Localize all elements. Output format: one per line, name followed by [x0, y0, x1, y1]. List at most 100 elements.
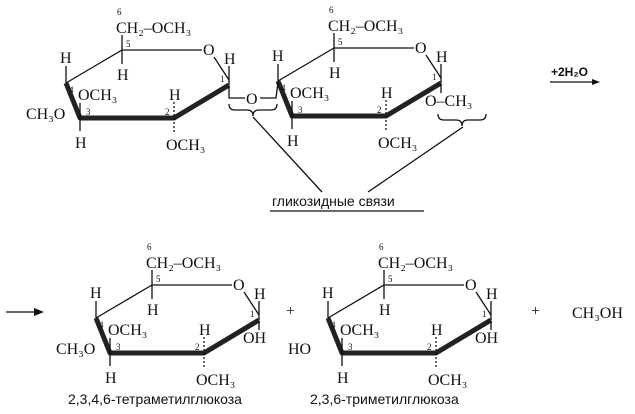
carbon-2-number: 2 — [427, 342, 432, 352]
ch2-och3-group: CH₂–OCH₃ — [146, 255, 221, 272]
c4-substituent: OCH₃ — [108, 322, 147, 339]
ch2-och3-group: CH₂–OCH₃ — [378, 255, 453, 272]
carbon-4-number: 4 — [281, 83, 286, 93]
h-atom: H — [322, 285, 334, 302]
c3-substituent: CH₃O — [26, 106, 65, 123]
product-arrow — [6, 308, 44, 316]
ch2-och3-group: CH₂–OCH₃ — [328, 18, 403, 35]
carbon-1-number: 1 — [432, 72, 437, 82]
carbon-2-number: 2 — [377, 105, 382, 115]
pointer-line-1 — [252, 116, 323, 193]
h-atom: H — [254, 286, 266, 303]
ring-oxygen: O — [233, 277, 245, 294]
ring-front-bonds — [93, 317, 261, 356]
ch2-och3-group: CH₂–OCH₃ — [116, 20, 191, 37]
carbon-6-number: 6 — [147, 242, 152, 252]
carbon-4-number: 4 — [99, 320, 104, 330]
ring-oxygen: O — [203, 42, 215, 59]
c1-substituent: OH — [243, 330, 267, 347]
ring-front-bonds — [325, 317, 493, 356]
ring-oxygen-bond — [475, 291, 492, 316]
c2-substituent: OCH₃ — [378, 135, 417, 152]
reagent-label: +2H₂O — [551, 65, 588, 79]
ring-oxygen-bond — [213, 56, 230, 81]
ring-oxygen-bond — [425, 54, 442, 79]
h-atom: H — [117, 67, 129, 84]
ring-front-bonds — [275, 80, 443, 119]
c1-substituent: O–CH₃ — [425, 93, 472, 110]
carbon-3-number: 3 — [348, 342, 353, 352]
carbon-3-number: 3 — [116, 342, 121, 352]
carbon-2-number: 2 — [195, 342, 200, 352]
ring-front-bonds — [63, 82, 231, 121]
methanol: CH₃OH — [572, 305, 623, 322]
c4-substituent: OCH₃ — [78, 87, 117, 104]
h-atom: H — [329, 65, 341, 82]
carbon-3-number: 3 — [298, 105, 303, 115]
glycosidic-bonds-label: гликозидные связи — [272, 193, 395, 209]
carbon-3-number: 3 — [86, 107, 91, 117]
c2-substituent: OCH₃ — [196, 372, 235, 389]
c4-substituent: OCH₃ — [290, 85, 329, 102]
carbon-1-number: 1 — [482, 309, 487, 319]
carbon-6-number: 6 — [117, 7, 122, 17]
product-name-trimethylglucose: 2,3,6-триметилглюкоза — [310, 391, 459, 407]
carbon-4-number: 4 — [69, 85, 74, 95]
c2-substituent: OCH₃ — [428, 372, 467, 389]
brace-1 — [228, 103, 278, 117]
h-atom: H — [90, 285, 102, 302]
link-oxygen: O — [246, 91, 258, 108]
ring-back-bonds — [95, 284, 232, 319]
carbon-6-number: 6 — [329, 5, 334, 15]
carbon-5-number: 5 — [388, 274, 393, 284]
h-atom: H — [272, 48, 284, 65]
arrow-head — [34, 308, 44, 316]
c1-substituent: OH — [475, 330, 499, 347]
carbon-4-number: 4 — [331, 320, 336, 330]
carbon-1-number: 1 — [250, 309, 255, 319]
h-atom: H — [169, 87, 181, 104]
glycosidic-link: O гликозидные связи — [228, 81, 487, 212]
carbon-1-number: 1 — [220, 74, 225, 84]
h-atom: H — [436, 49, 448, 66]
carbon-6-number: 6 — [379, 242, 384, 252]
product-name-tetramethylglucose: 2,3,4,6-тетраметилглюкоза — [68, 391, 242, 407]
ring-oxygen: O — [465, 277, 477, 294]
ring-back-bonds — [277, 47, 414, 82]
h-atom: H — [224, 51, 236, 68]
pointer-line-2 — [367, 126, 464, 193]
ring-back-bonds — [327, 284, 464, 319]
ring-oxygen: O — [415, 40, 427, 57]
h-atom: H — [486, 286, 498, 303]
h-atom: H — [199, 322, 211, 339]
c3-substituent: CH₃O — [56, 341, 95, 358]
link-bond-left — [228, 86, 245, 99]
carbon-5-number: 5 — [156, 274, 161, 284]
h-atom: H — [287, 133, 299, 150]
link-bond-right — [260, 81, 279, 99]
c3-substituent: HO — [288, 341, 311, 358]
h-atom: H — [105, 370, 117, 387]
plus-sign: + — [531, 303, 540, 320]
arrow-head — [592, 79, 600, 85]
carbon-5-number: 5 — [338, 37, 343, 47]
carbon-5-number: 5 — [126, 39, 131, 49]
brace-2 — [437, 113, 487, 127]
c2-substituent: OCH₃ — [166, 137, 205, 154]
h-atom: H — [60, 50, 72, 67]
c4-substituent: OCH₃ — [340, 322, 379, 339]
h-atom: H — [337, 370, 349, 387]
ring-back-bonds — [65, 49, 202, 84]
plus-sign: + — [286, 303, 295, 320]
h-atom: H — [379, 302, 391, 319]
hydrolysis-arrow: +2H₂O — [550, 65, 600, 85]
ring-oxygen-bond — [243, 291, 260, 316]
h-atom: H — [75, 135, 87, 152]
carbon-2-number: 2 — [165, 107, 170, 117]
